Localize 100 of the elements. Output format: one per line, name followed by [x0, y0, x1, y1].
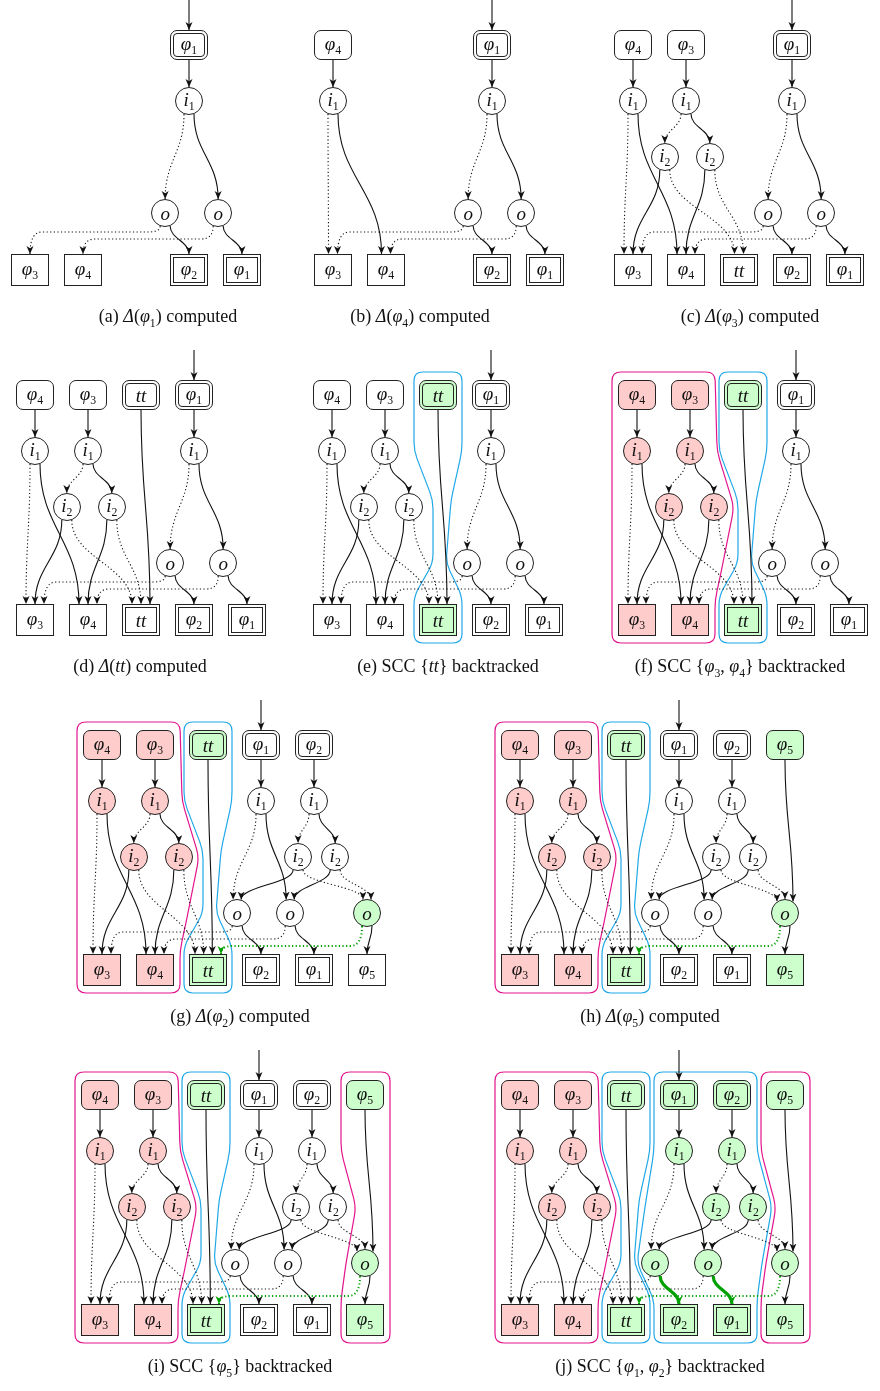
state-node: i$_{2}$: [52, 493, 81, 521]
state-node: o: [454, 199, 483, 227]
arrow: [316, 1163, 336, 1194]
leaf-node: φ$_{2}$: [242, 954, 280, 986]
arrow: [776, 575, 799, 605]
state-node: o: [221, 1249, 250, 1277]
arrow: [634, 519, 665, 605]
state-node: i$_{1}$: [718, 787, 746, 815]
caption: (b) Δ(φ$_{4}$) computed: [350, 306, 490, 330]
arrow: [710, 869, 749, 901]
arrow: [337, 113, 385, 255]
arrow: [524, 1163, 568, 1305]
formula-node: tt: [607, 1080, 645, 1110]
arrow: [757, 1219, 788, 1250]
leaf-node: φ$_{2}$: [473, 254, 511, 286]
arrow: [198, 463, 227, 550]
leaf-node: φ$_{3}$: [618, 604, 656, 636]
leaf-node: φ$_{5}$: [346, 1304, 384, 1336]
formula-node: φ$_{3}$: [69, 380, 107, 410]
arrow: [159, 813, 182, 844]
arrow: [648, 813, 675, 901]
arrow: [784, 759, 797, 903]
arrow: [788, 0, 796, 31]
leaf-node: φ$_{5}$: [766, 954, 804, 986]
state-node: i$_{2}$: [284, 843, 313, 871]
leaf-node: φ$_{1}$: [826, 254, 864, 286]
arrow: [228, 1163, 255, 1251]
arrow: [772, 225, 795, 255]
arrow: [157, 1163, 180, 1194]
state-node: o: [758, 549, 787, 577]
arrow: [728, 759, 736, 788]
formula-node: φ$_{3}$: [366, 380, 404, 410]
arrow: [796, 113, 825, 200]
arrow: [84, 409, 92, 438]
leaf-node: φ$_{1}$: [295, 954, 333, 986]
formula-node: φ$_{2}$: [713, 1080, 751, 1110]
arrow: [728, 1109, 736, 1138]
formula-node: φ$_{1}$: [170, 30, 208, 60]
arrow: [658, 869, 712, 901]
arrow: [302, 869, 364, 901]
arrow: [464, 463, 487, 550]
leaf-node: φ$_{1}$: [293, 1304, 331, 1336]
arrow: [713, 1163, 728, 1194]
arrow: [190, 409, 198, 438]
arrow: [290, 1219, 329, 1251]
formula-node: φ$_{1}$: [175, 380, 213, 410]
state-node: o: [506, 549, 535, 577]
arrow: [129, 1163, 149, 1194]
arrow: [465, 113, 488, 200]
arrow: [516, 759, 524, 788]
formula-node: φ$_{5}$: [346, 1080, 384, 1110]
leaf-node: φ$_{1}$: [713, 954, 751, 986]
leaf-node: φ$_{5}$: [766, 1304, 804, 1336]
state-node: o: [151, 199, 180, 227]
state-node: o: [641, 899, 670, 927]
caption: (h) Δ(φ$_{5}$) computed: [580, 1006, 720, 1030]
arrow: [185, 0, 193, 31]
arrow: [22, 463, 31, 605]
arrow: [658, 1219, 712, 1251]
formula-node: φ$_{1}$: [242, 730, 280, 760]
state-node: i$_{2}$: [702, 843, 731, 871]
state-node: i$_{2}$: [394, 493, 423, 521]
arrow: [39, 463, 83, 605]
state-node: i$_{2}$: [537, 1193, 566, 1221]
arrow: [829, 575, 852, 605]
state-node: i$_{2}$: [319, 1193, 348, 1221]
arrow: [683, 1163, 708, 1251]
state-node: o: [771, 1249, 799, 1277]
leaf-node: φ$_{2}$: [660, 1304, 698, 1336]
leaf-node: φ$_{3}$: [16, 604, 54, 636]
arrow: [339, 869, 373, 901]
leaf-node: tt: [122, 604, 160, 636]
formula-node: φ$_{2}$: [293, 1080, 331, 1110]
state-node: i$_{2}$: [699, 493, 728, 521]
state-node: o: [754, 199, 783, 227]
arrow: [781, 925, 791, 955]
state-node: i$_{1}$: [298, 1137, 326, 1165]
state-node: i$_{2}$: [164, 843, 193, 871]
arrow: [516, 1109, 524, 1138]
state-node: o: [641, 1249, 670, 1277]
arrow: [549, 813, 569, 844]
arrow: [659, 925, 682, 955]
state-node: i$_{1}$: [506, 1137, 534, 1165]
formula-node: φ$_{1}$: [240, 1080, 278, 1110]
formula-node: tt: [122, 380, 160, 410]
formula-node: φ$_{4}$: [501, 1080, 539, 1110]
state-node: i$_{2}$: [321, 843, 350, 871]
leaf-node: φ$_{4}$: [366, 604, 404, 636]
arrow: [711, 1275, 735, 1305]
arrow: [736, 813, 756, 844]
leaf-node: tt: [419, 604, 457, 636]
formula-node: φ$_{5}$: [766, 730, 804, 760]
state-node: i$_{1}$: [619, 87, 647, 115]
arrow: [488, 0, 496, 31]
leaf-node: tt: [189, 954, 227, 986]
leaf-node: tt: [607, 954, 645, 986]
formula-node: φ$_{4}$: [16, 380, 54, 410]
arrow: [328, 409, 336, 438]
arrow: [32, 519, 63, 605]
caption: (f) SCC {φ$_{3}$, φ$_{4}$} backtracked: [634, 656, 846, 680]
